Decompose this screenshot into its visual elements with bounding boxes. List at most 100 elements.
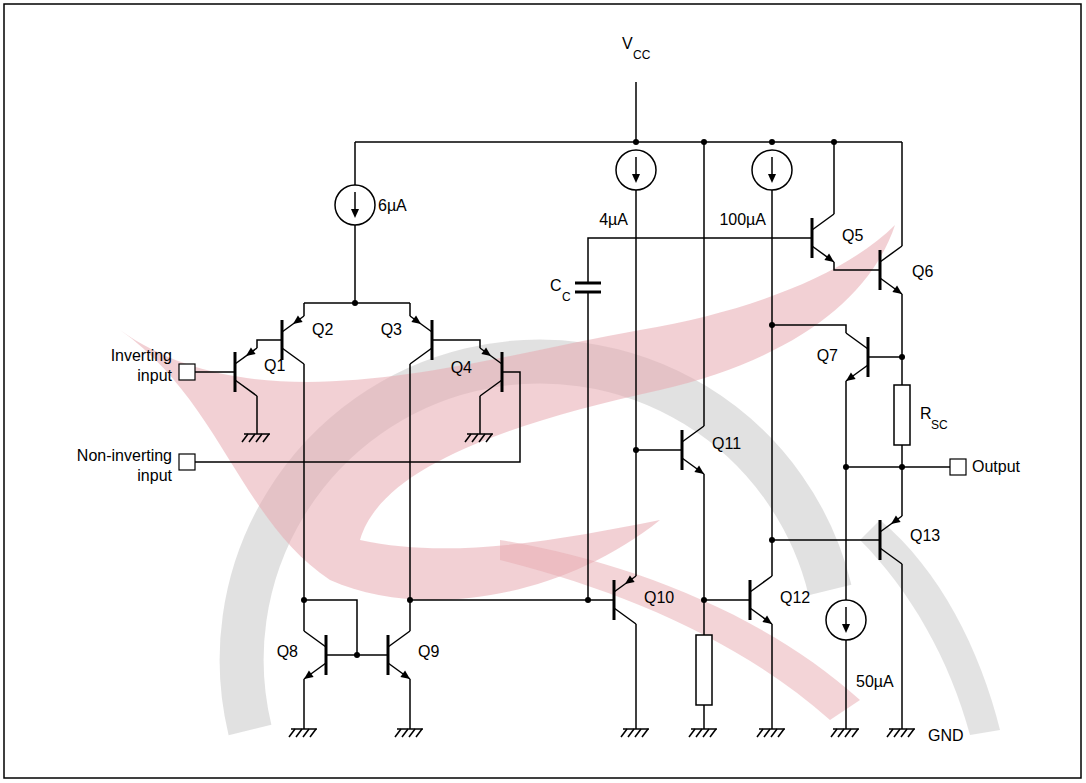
wire: [812, 214, 834, 230]
wire: [812, 246, 834, 262]
junction-dot: [352, 300, 358, 306]
wire: [310, 729, 316, 737]
wire: [282, 316, 304, 332]
wire: [846, 333, 868, 349]
wire: [901, 142, 903, 246]
wire: [703, 142, 705, 426]
wire: [778, 729, 784, 737]
wire: [845, 640, 847, 725]
wire: [880, 278, 902, 294]
wire: [689, 729, 695, 737]
wire: [263, 434, 269, 442]
wire: [388, 663, 410, 679]
wire: [635, 157, 637, 174]
wire: [703, 705, 705, 725]
wire: [432, 340, 480, 348]
part-label: Q8: [277, 642, 298, 662]
wire: [771, 190, 773, 576]
wire: [880, 548, 902, 564]
junction-dot: [633, 139, 639, 145]
wire: [750, 576, 772, 592]
wire: [635, 82, 637, 142]
emitter-arrow: [824, 253, 834, 262]
wire: [355, 141, 902, 143]
wire: [486, 434, 492, 442]
emitter-arrow: [694, 465, 704, 474]
wire: [642, 729, 648, 737]
wire: [249, 434, 255, 442]
wire: [704, 599, 750, 601]
wire: [772, 539, 880, 541]
part-label: Q13: [910, 526, 940, 546]
wire: [256, 396, 258, 430]
wire: [838, 729, 844, 737]
wire: [235, 348, 257, 364]
wire: [303, 679, 305, 725]
wire: [303, 729, 309, 737]
wire: [703, 729, 709, 737]
wire: [757, 729, 763, 737]
part-label: 6µA: [378, 196, 407, 216]
wire: [304, 663, 326, 679]
wire: [834, 262, 880, 270]
part-label: Q4: [451, 358, 472, 378]
emitter-arrow: [892, 285, 902, 294]
watermark: [120, 225, 1000, 735]
part-label: R: [920, 404, 932, 424]
wire: [296, 729, 302, 737]
wire: [416, 729, 422, 737]
current-arrow: [351, 209, 359, 218]
wire: [703, 474, 705, 635]
current-arrow: [768, 174, 776, 183]
terminal-box: [179, 364, 195, 380]
wire: [354, 142, 356, 185]
part-label: Inverting input: [82, 346, 172, 386]
wire: [479, 396, 481, 430]
wire: [480, 380, 502, 396]
current-source-symbol: [616, 150, 656, 190]
wire: [772, 325, 846, 333]
wire: [195, 371, 235, 373]
wire: [303, 364, 305, 631]
part-label: Output: [972, 457, 1020, 477]
wire: [833, 142, 835, 214]
part-label: Q3: [381, 320, 402, 340]
wire: [635, 190, 637, 576]
wire: [409, 303, 411, 316]
transistor-symbol: [614, 580, 615, 620]
wire: [696, 729, 702, 737]
wire: [846, 466, 950, 468]
emitter-arrow: [411, 315, 421, 324]
wire: [614, 576, 636, 592]
transistor-base-bar: [613, 580, 616, 620]
part-label: 50µA: [856, 672, 894, 692]
watermark-arc: [860, 520, 1000, 735]
wire: [388, 631, 410, 647]
wire: [635, 624, 637, 725]
wire: [479, 434, 485, 442]
wire: [887, 729, 893, 737]
wire: [635, 729, 641, 737]
current-source-symbol: [335, 185, 375, 225]
emitter-arrow: [846, 372, 856, 381]
terminal-box: [179, 454, 195, 470]
part-label: Q2: [312, 320, 333, 340]
part-label: Q6: [912, 262, 933, 282]
emitter-arrow: [304, 670, 314, 679]
wire: [636, 449, 682, 451]
wire: [409, 364, 411, 631]
wire: [901, 294, 903, 385]
transistor-base-bar: [879, 250, 882, 290]
wire: [628, 729, 634, 737]
transistor-symbol: [880, 250, 881, 290]
part-label: 100µA: [719, 210, 766, 230]
wire: [621, 729, 627, 737]
wire: [852, 729, 858, 737]
watermark-swoosh: [500, 540, 860, 720]
emitter-arrow: [625, 575, 635, 584]
resistor-symbol: [696, 635, 712, 705]
resistor-symbol: [894, 385, 910, 445]
wire: [304, 600, 357, 655]
wire: [764, 729, 770, 737]
wire: [614, 608, 636, 624]
